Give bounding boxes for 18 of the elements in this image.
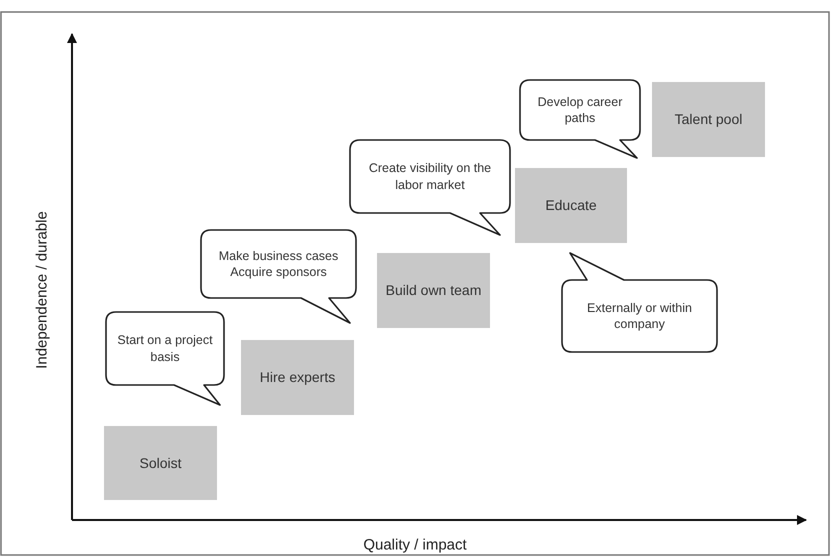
axis-label: Independence / durable [34, 211, 50, 369]
stage-box [652, 82, 765, 157]
stage-box [241, 340, 354, 415]
bubble-text: Acquire sponsors [230, 264, 327, 280]
stage-box [104, 426, 217, 500]
axis-label: Quality / impact [363, 536, 467, 554]
stage-box [377, 253, 490, 328]
stage-label: Hire experts [260, 368, 336, 387]
stage-label: Educate [545, 196, 597, 215]
stage-label: Soloist [139, 454, 182, 472]
stage-label: Talent pool [674, 110, 742, 129]
bubble-text: Make business cases [218, 248, 338, 264]
bubble-text: Externally or within company [586, 300, 693, 332]
stage-box [515, 168, 627, 243]
stage-label: Build own team [386, 281, 482, 300]
bubble-text: Create visibility on the labor market [368, 160, 492, 193]
bubble-text: Start on a project basis [116, 332, 214, 365]
bubble-text: Develop career paths [536, 94, 624, 126]
